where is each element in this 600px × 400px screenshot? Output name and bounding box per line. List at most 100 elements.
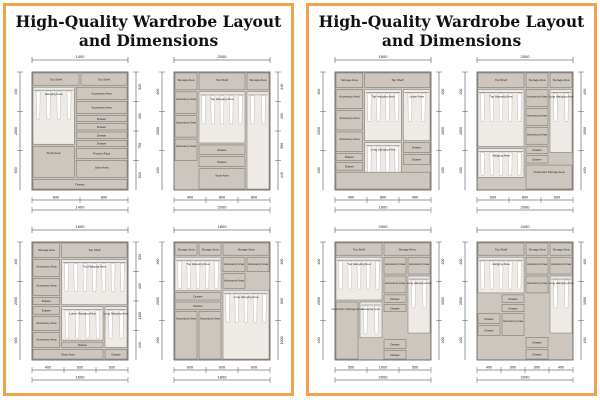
storage-compartment <box>501 304 525 313</box>
storage-compartment <box>335 131 363 152</box>
area-label: Shoe Area <box>61 352 75 356</box>
right-dimension-label: 400 <box>441 89 445 95</box>
area-label: Trouser Rack <box>93 152 111 156</box>
area-label: Storage Area <box>178 78 195 82</box>
right-dimension-label: 1100 <box>138 312 142 320</box>
garment-icon <box>407 93 413 122</box>
garment-icon <box>363 305 368 335</box>
top-dimension-label: 2000 <box>521 54 531 59</box>
right-dimension-label: 400 <box>583 89 587 95</box>
storage-compartment <box>383 304 407 313</box>
garment-icon <box>366 261 371 290</box>
storage-compartment <box>525 145 549 154</box>
area-label: Drawer <box>97 117 106 121</box>
area-label: Top Hanging Area <box>187 262 210 266</box>
storage-compartment <box>402 154 431 165</box>
total-width-label: 2000 <box>521 375 531 380</box>
garment-icon <box>480 261 485 290</box>
garment-icon <box>517 93 522 122</box>
area-label: Accessory Area <box>176 144 196 148</box>
area-label: Drawer <box>532 148 541 152</box>
area-label: Accessory Area <box>176 316 196 320</box>
top-dimension-label: 1600 <box>76 224 86 229</box>
area-label: Drawer <box>484 317 493 321</box>
storage-compartment <box>75 131 128 139</box>
left-dimension-label: 2000 <box>317 297 321 305</box>
garment-icon <box>421 93 426 122</box>
storage-compartment <box>32 315 60 331</box>
garment-icon <box>347 261 352 290</box>
total-width-label: 2000 <box>379 375 389 380</box>
area-label: Accessory Area <box>339 137 359 141</box>
garment-icon <box>374 305 379 335</box>
title-line-2: and Dimensions <box>381 31 522 50</box>
bottom-dimension-label: 600 <box>534 366 540 370</box>
storage-compartment <box>174 292 222 301</box>
right-dimension-label: 400 <box>583 337 587 343</box>
area-label: Accessory Area <box>176 120 196 124</box>
storage-compartment <box>335 301 359 360</box>
right-dimension-label: 400 <box>583 167 587 173</box>
garment-icon <box>489 152 494 176</box>
top-dimension-label: 1600 <box>379 54 389 59</box>
storage-compartment <box>525 89 549 107</box>
right-dimension-label: 400 <box>138 113 142 119</box>
bottom-dimension-label: 600 <box>77 366 83 370</box>
storage-compartment <box>525 72 549 88</box>
area-label: Accessory Area <box>36 265 56 269</box>
storage-compartment <box>477 313 501 324</box>
area-label: Top Shelf <box>391 78 403 82</box>
bottom-dimension-label: 500 <box>412 366 418 370</box>
area-label: Accessory Area <box>339 95 359 99</box>
area-label: Hanging Area <box>492 262 510 266</box>
area-label: Storage Area <box>553 247 570 251</box>
storage-compartment <box>75 86 128 100</box>
left-dimension-label: 400 <box>156 259 160 265</box>
storage-compartment <box>198 72 246 91</box>
area-label: Top Shelf <box>98 77 110 81</box>
area-label: Top Shelf <box>353 247 365 251</box>
garment-icon <box>234 294 239 323</box>
area-label: Drawer <box>97 125 106 129</box>
area-label: Storage Area <box>250 78 267 82</box>
storage-compartment <box>174 301 222 310</box>
area-label: Drawer <box>345 155 354 159</box>
left-dimension-label: 600 <box>14 337 18 343</box>
area-label: Accessory Area <box>339 116 359 120</box>
storage-compartment <box>104 348 128 360</box>
garment-icon <box>480 152 485 176</box>
right-dimension-label: 400 <box>583 259 587 265</box>
storage-compartment <box>75 115 128 122</box>
area-label: Drawer <box>75 182 84 186</box>
panel-title: High-Quality Wardrobe Layout and Dimensi… <box>309 12 594 50</box>
area-label: Accessory Area <box>527 132 547 136</box>
area-label: Storage Area <box>341 78 358 82</box>
storage-compartment <box>383 242 431 256</box>
storage-compartment <box>198 311 222 360</box>
area-label: Drawer <box>97 142 106 146</box>
storage-compartment <box>32 145 75 178</box>
storage-compartment <box>222 273 246 289</box>
area-label: Top Hanging Area <box>83 265 106 269</box>
storage-compartment <box>477 72 525 88</box>
top-dimension-label: 1800 <box>218 224 228 229</box>
right-dimension-label: 400 <box>441 259 445 265</box>
area-label: Accessory Area <box>527 95 547 99</box>
garment-icon <box>385 93 390 122</box>
garment-icon <box>517 152 522 176</box>
storage-compartment <box>198 168 246 190</box>
area-label: Top Hanging Area <box>211 97 234 101</box>
right-dimension-label: 440 <box>280 172 284 178</box>
area-label: Drawer <box>111 352 120 356</box>
right-dimension-label: 1000 <box>583 127 587 135</box>
storage-compartment <box>549 72 573 88</box>
storage-compartment <box>32 278 60 296</box>
area-label: Accessory Area <box>92 91 112 95</box>
garment-icon <box>229 95 234 125</box>
storage-compartment <box>335 171 431 190</box>
right-dimension-label: 440 <box>138 342 142 348</box>
storage-compartment <box>549 256 573 275</box>
